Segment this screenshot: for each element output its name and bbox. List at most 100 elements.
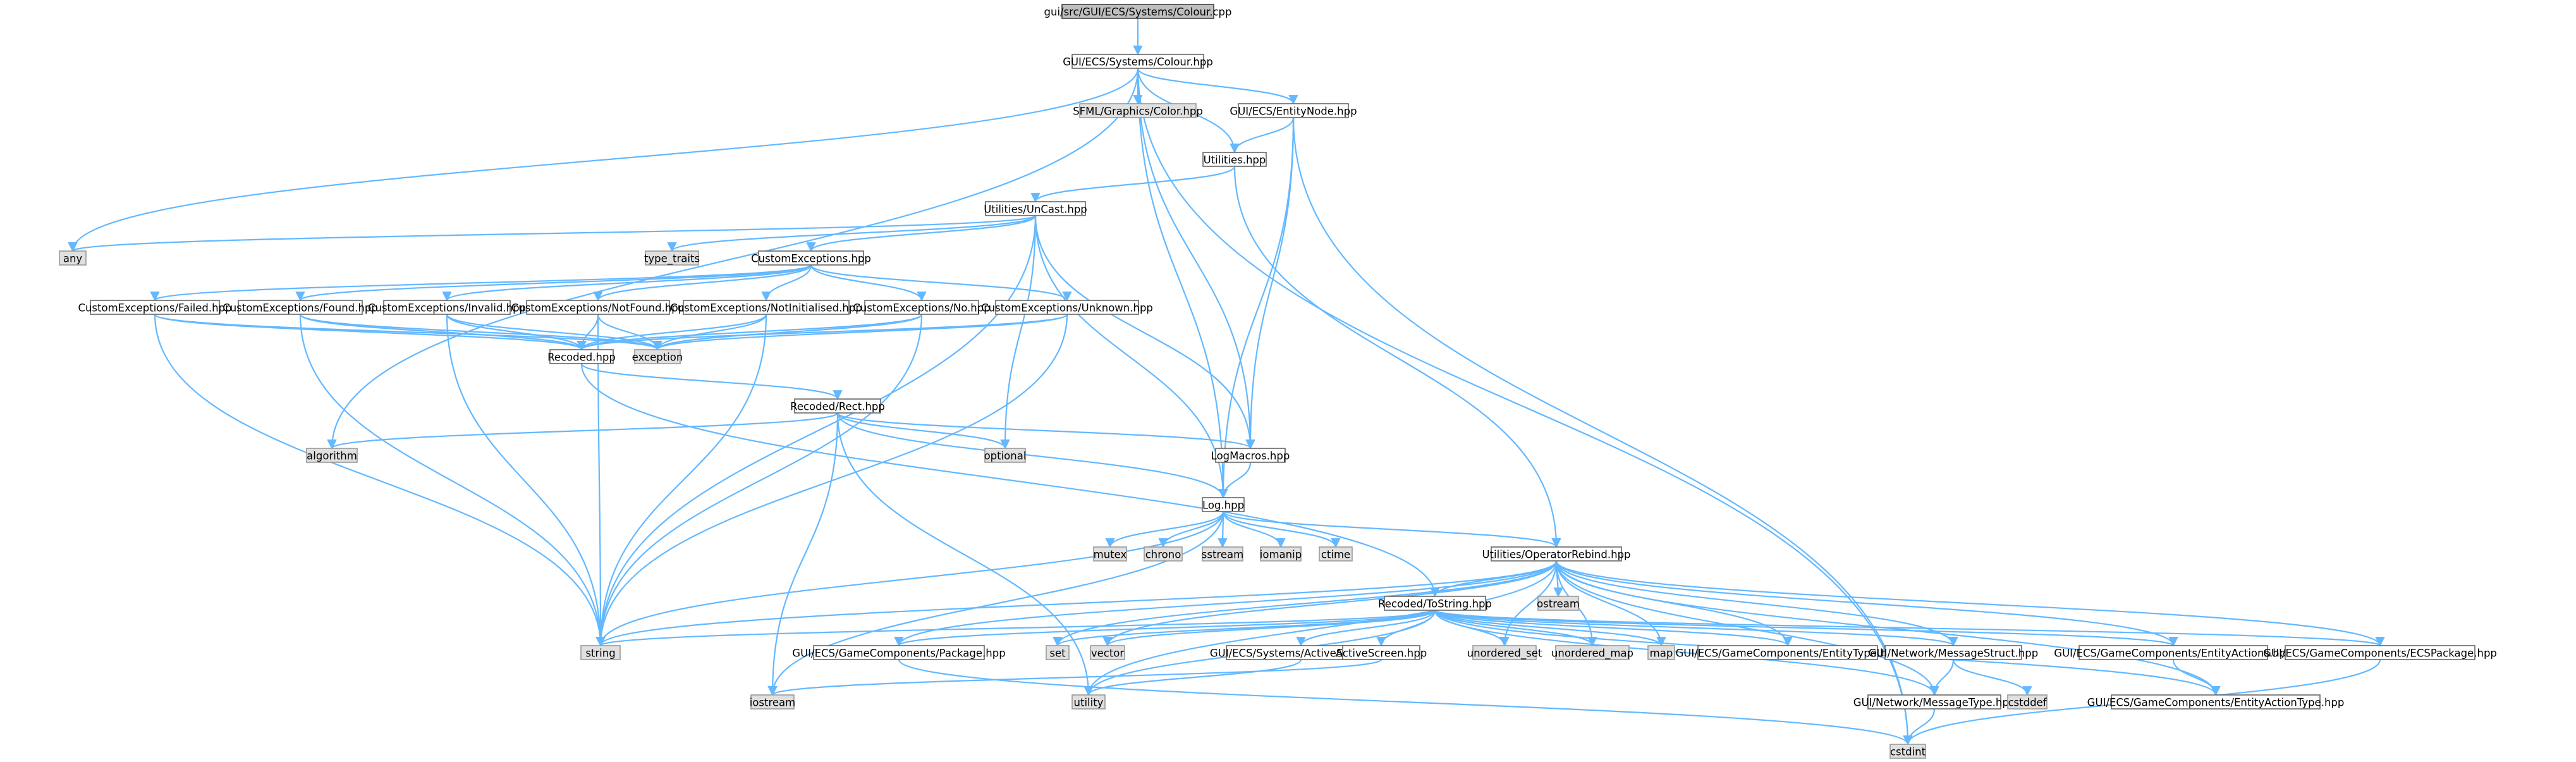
edge-tostring-to-map: [1434, 610, 1666, 647]
node-log[interactable]: Log.hpp: [1202, 497, 1245, 512]
node-box: [1647, 645, 1675, 660]
node-rect[interactable]: Recoded/Rect.hpp: [790, 398, 885, 414]
edge-rect-to-algorithm: [327, 412, 839, 450]
edge-op_rebind-to-msgtype: [1555, 560, 1939, 696]
node-box: [1071, 694, 1106, 710]
node-box: [1061, 4, 1214, 19]
node-ctime: ctime: [1319, 546, 1353, 562]
node-vector: vector: [1090, 645, 1125, 660]
node-label: GUI/ECS/Systems/Colour.hpp: [1063, 56, 1213, 68]
node-tostring[interactable]: Recoded/ToString.hpp: [1378, 596, 1492, 611]
node-entityactions[interactable]: GUI/ECS/GameComponents/EntityActions.hpp: [2054, 645, 2293, 660]
node-box: [2007, 694, 2048, 710]
node-label: GUI/ECS/GameComponents/EntityActions.hpp: [2054, 648, 2292, 660]
node-ce_notinit[interactable]: CustomExceptions/NotInitialised.hpp: [670, 300, 862, 315]
node-label: CustomExceptions/Unknown.hpp: [981, 302, 1153, 314]
edge-tostring-to-activeshape: [1296, 610, 1436, 647]
edge-colour_hpp-to-entity_node: [1137, 68, 1298, 105]
node-box: [1491, 546, 1622, 562]
node-box: [1215, 448, 1286, 463]
node-package[interactable]: GUI/ECS/GameComponents/Package.hpp: [792, 645, 1006, 660]
edge-tostring-to-ecspackage: [1434, 609, 2384, 647]
edge-activeshape-to-utility: [1084, 659, 1302, 696]
node-box: [1555, 645, 1630, 660]
node-sfml_color: SFML/Graphics/Color.hpp: [1073, 103, 1203, 118]
edge-entity_node-to-log: [1218, 117, 1295, 499]
edge-tostring-to-entitytype: [1434, 609, 1793, 647]
edge-package-to-cstdint: [898, 659, 1913, 746]
node-ce_failed[interactable]: CustomExceptions/Failed.hpp: [78, 300, 232, 315]
edge-log-to-op_rebind: [1222, 510, 1561, 548]
edge-log-to-chrono: [1158, 511, 1224, 548]
node-box: [1071, 54, 1204, 69]
node-string: string: [580, 645, 621, 660]
node-label: GUI/ECS/EntityNode.hpp: [1230, 106, 1357, 118]
edge-ce_no-to-exception: [652, 314, 923, 351]
edge-colour_hpp-to-any: [68, 68, 1139, 252]
node-ce_no[interactable]: CustomExceptions/No.hpp: [853, 300, 991, 315]
node-msgstruct[interactable]: GUI/Network/MessageStruct.hpp: [1869, 645, 2038, 660]
node-entityactiontype[interactable]: GUI/ECS/GameComponents/EntityActionType.…: [2087, 694, 2345, 710]
node-label: map: [1650, 648, 1673, 660]
node-ce_invalid[interactable]: CustomExceptions/Invalid.hpp: [368, 300, 526, 315]
node-label: SFML/Graphics/Color.hpp: [1073, 106, 1203, 118]
node-label: GUI/ECS/GameComponents/ECSPackage.hpp: [2263, 648, 2497, 660]
edge-ce_unknown-to-exception: [652, 313, 1068, 351]
node-box: [59, 250, 87, 266]
node-ce_found[interactable]: CustomExceptions/Found.hpp: [223, 300, 378, 315]
edge-ce_invalid-to-exception: [446, 314, 662, 351]
node-entitytype[interactable]: GUI/ECS/GameComponents/EntityType.hpp: [1675, 645, 1900, 660]
node-box: [794, 398, 881, 414]
node-ce_unknown[interactable]: CustomExceptions/Unknown.hpp: [981, 300, 1153, 315]
edge-unicast-to-type_traits: [667, 214, 1037, 252]
edge-msgstruct-to-cstddef: [1952, 659, 2032, 696]
node-ecspackage[interactable]: GUI/ECS/GameComponents/ECSPackage.hpp: [2263, 645, 2497, 660]
node-logmacros[interactable]: LogMacros.hpp: [1211, 448, 1290, 463]
node-op_rebind[interactable]: Utilities/OperatorRebind.hpp: [1482, 546, 1631, 562]
node-label: ctime: [1321, 549, 1350, 561]
node-label: Recoded.hpp: [547, 352, 616, 364]
node-custom_exceptions[interactable]: CustomExceptions.hpp: [751, 250, 871, 266]
edge-recoded-to-tostring: [580, 363, 1440, 598]
node-label: utility: [1074, 697, 1104, 709]
node-label: CustomExceptions/Found.hpp: [223, 302, 378, 314]
edge-tostring-to-package: [894, 609, 1436, 647]
node-type_traits: type_traits: [644, 250, 700, 266]
node-msgtype[interactable]: GUI/Network/MessageType.hpp: [1853, 694, 2016, 710]
node-label: ActiveScreen.hpp: [1336, 648, 1427, 660]
node-cstddef: cstddef: [2007, 694, 2048, 710]
node-label: Recoded/ToString.hpp: [1378, 598, 1492, 610]
node-box: [90, 300, 220, 315]
node-box: [864, 300, 979, 315]
edge-ce_failed-to-string: [154, 314, 606, 647]
node-label: LogMacros.hpp: [1211, 450, 1290, 462]
edge-rect-to-logmacros: [836, 412, 1255, 450]
node-box: [985, 201, 1086, 216]
edge-custom_exceptions-to-ce_invalid: [442, 264, 812, 302]
node-box: [1342, 645, 1420, 660]
node-set: set: [1046, 645, 1070, 660]
node-box: [750, 694, 795, 710]
node-label: vector: [1091, 648, 1125, 660]
edge-custom_exceptions-to-ce_failed: [150, 264, 812, 302]
edge-log-to-mutex: [1105, 511, 1224, 548]
node-recoded[interactable]: Recoded.hpp: [547, 349, 616, 364]
node-exception: exception: [632, 349, 683, 364]
node-ce_notfound[interactable]: CustomExceptions/NotFound.hpp: [511, 300, 685, 315]
node-unicast[interactable]: Utilities/UnCast.hpp: [984, 201, 1087, 216]
node-chrono: chrono: [1144, 546, 1183, 562]
node-entity_node[interactable]: GUI/ECS/EntityNode.hpp: [1230, 103, 1357, 118]
node-label: set: [1049, 648, 1066, 660]
node-iomanip: iomanip: [1260, 546, 1302, 562]
node-sstream: sstream: [1202, 546, 1243, 562]
node-label: CustomExceptions/NotInitialised.hpp: [670, 302, 862, 314]
node-activescreen[interactable]: ActiveScreen.hpp: [1336, 645, 1427, 660]
node-label: type_traits: [644, 253, 700, 266]
node-label: CustomExceptions/NotFound.hpp: [511, 302, 685, 314]
node-root[interactable]: gui/src/GUI/ECS/Systems/Colour.cpp: [1044, 4, 1232, 19]
node-colour_hpp[interactable]: GUI/ECS/Systems/Colour.hpp: [1063, 54, 1213, 69]
node-box: [1090, 645, 1125, 660]
node-utilities[interactable]: Utilities.hpp: [1202, 152, 1267, 167]
node-box: [238, 300, 363, 315]
edge-op_rebind-to-msgstruct: [1555, 560, 1958, 647]
